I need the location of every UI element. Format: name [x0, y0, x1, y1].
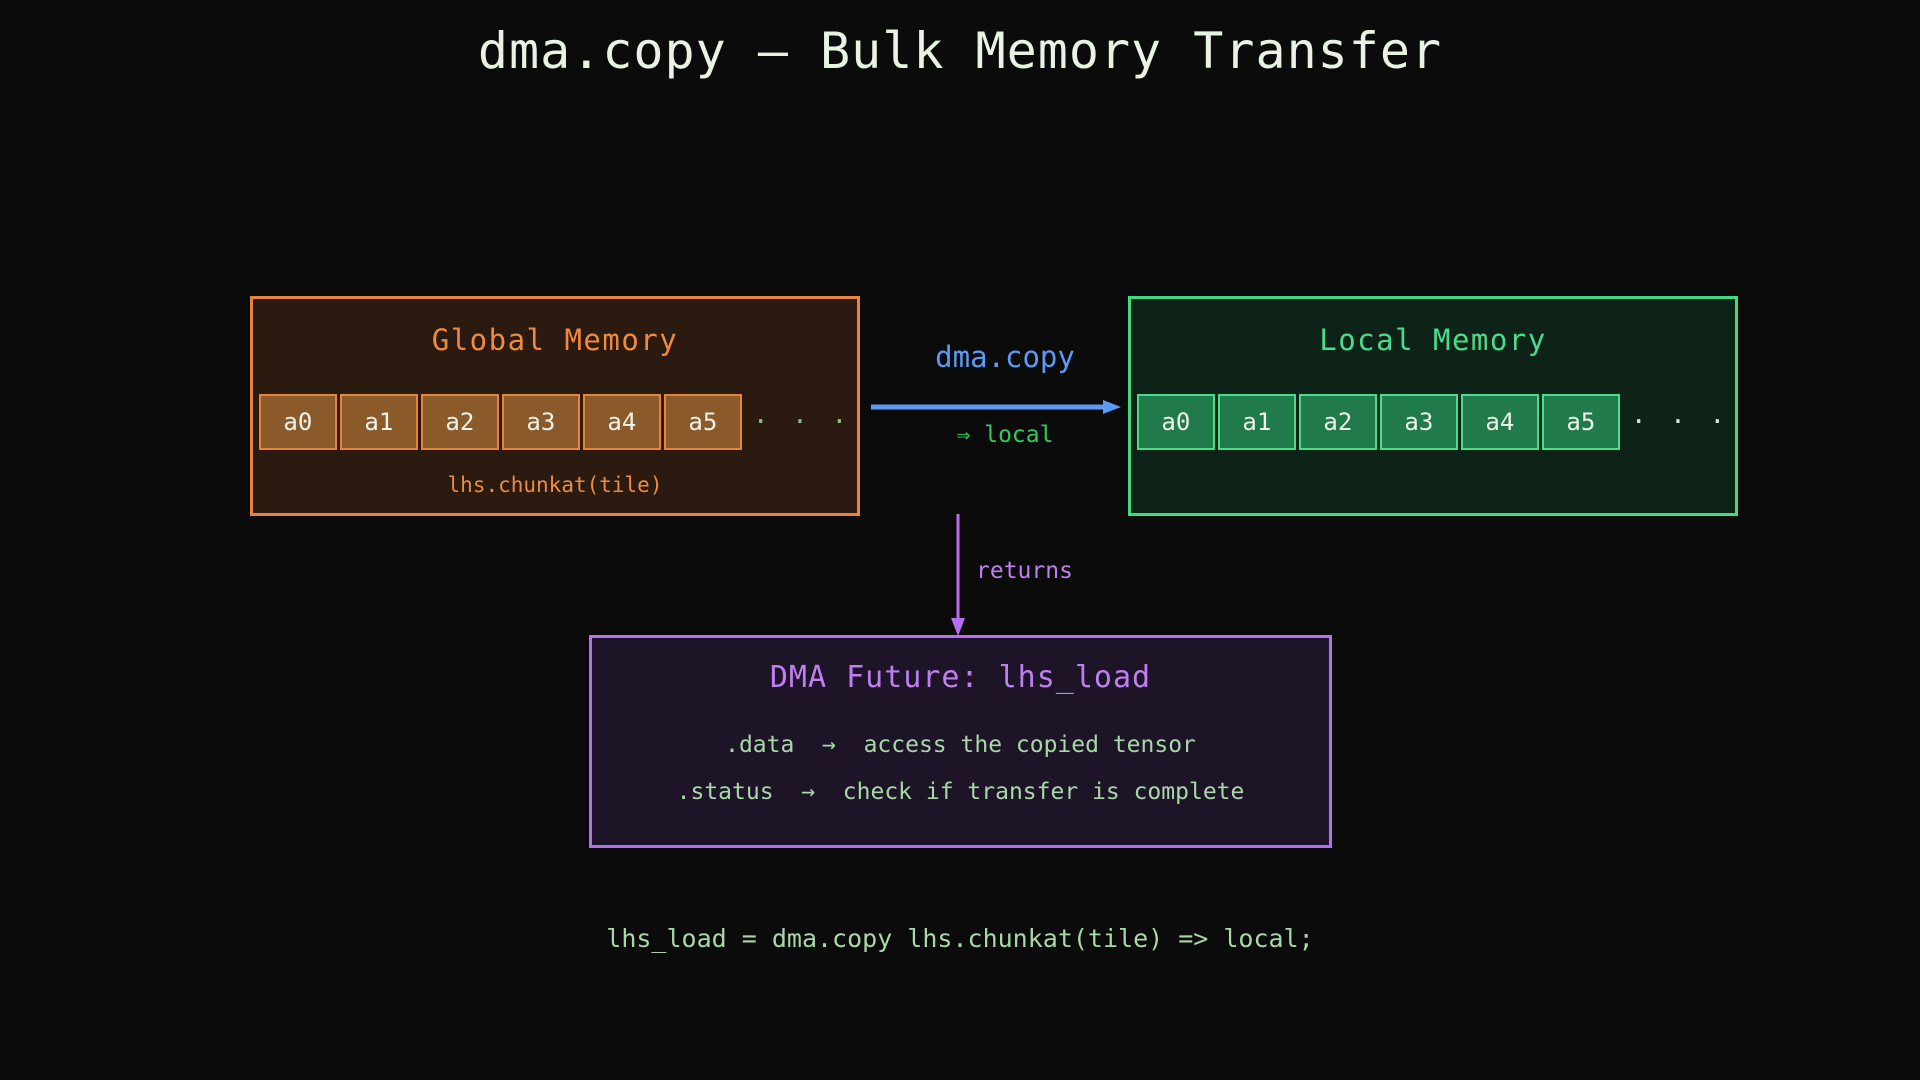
memory-cell: a4	[1460, 394, 1539, 450]
memory-cell: a2	[1298, 394, 1377, 450]
dma-future-property-status: .status → check if transfer is complete	[676, 779, 1245, 805]
local-memory-box: Local Memory a0 a1 a2 a3 a4 a5 · · ·	[1128, 296, 1738, 516]
memory-cell: a5	[663, 394, 742, 450]
memory-cell: a3	[1379, 394, 1458, 450]
dma-future-box: DMA Future: lhs_load .data → access the …	[589, 635, 1332, 848]
global-memory-cell-row: a0 a1 a2 a3 a4 a5 · · ·	[253, 394, 857, 450]
memory-cell: a3	[501, 394, 580, 450]
right-arrow-icon	[871, 400, 1121, 414]
memory-cell: a4	[582, 394, 661, 450]
global-memory-box: Global Memory a0 a1 a2 a3 a4 a5 · · · lh…	[250, 296, 860, 516]
local-memory-cell-row: a0 a1 a2 a3 a4 a5 · · ·	[1131, 394, 1735, 450]
memory-cell: a2	[420, 394, 499, 450]
memory-cell: a0	[1136, 394, 1215, 450]
page-title: dma.copy — Bulk Memory Transfer	[477, 22, 1443, 80]
memory-cell: a1	[339, 394, 418, 450]
global-memory-caption: lhs.chunkat(tile)	[447, 473, 663, 497]
memory-cell: a1	[1217, 394, 1296, 450]
down-arrow-icon	[951, 514, 965, 636]
global-memory-title: Global Memory	[431, 323, 679, 357]
memory-cell: a5	[1541, 394, 1620, 450]
dma-future-title: DMA Future: lhs_load	[769, 660, 1152, 695]
returns-label: returns	[976, 558, 1073, 584]
memory-cell: a0	[258, 394, 337, 450]
dma-copy-destination-label: ⇒ local	[956, 422, 1054, 448]
dma-copy-label: dma.copy	[935, 340, 1075, 374]
ellipsis-icon: · · ·	[1630, 407, 1730, 437]
local-memory-title: Local Memory	[1319, 323, 1547, 357]
code-snippet: lhs_load = dma.copy lhs.chunkat(tile) =>…	[606, 924, 1314, 953]
ellipsis-icon: · · ·	[752, 407, 852, 437]
dma-future-property-data: .data → access the copied tensor	[725, 732, 1196, 758]
